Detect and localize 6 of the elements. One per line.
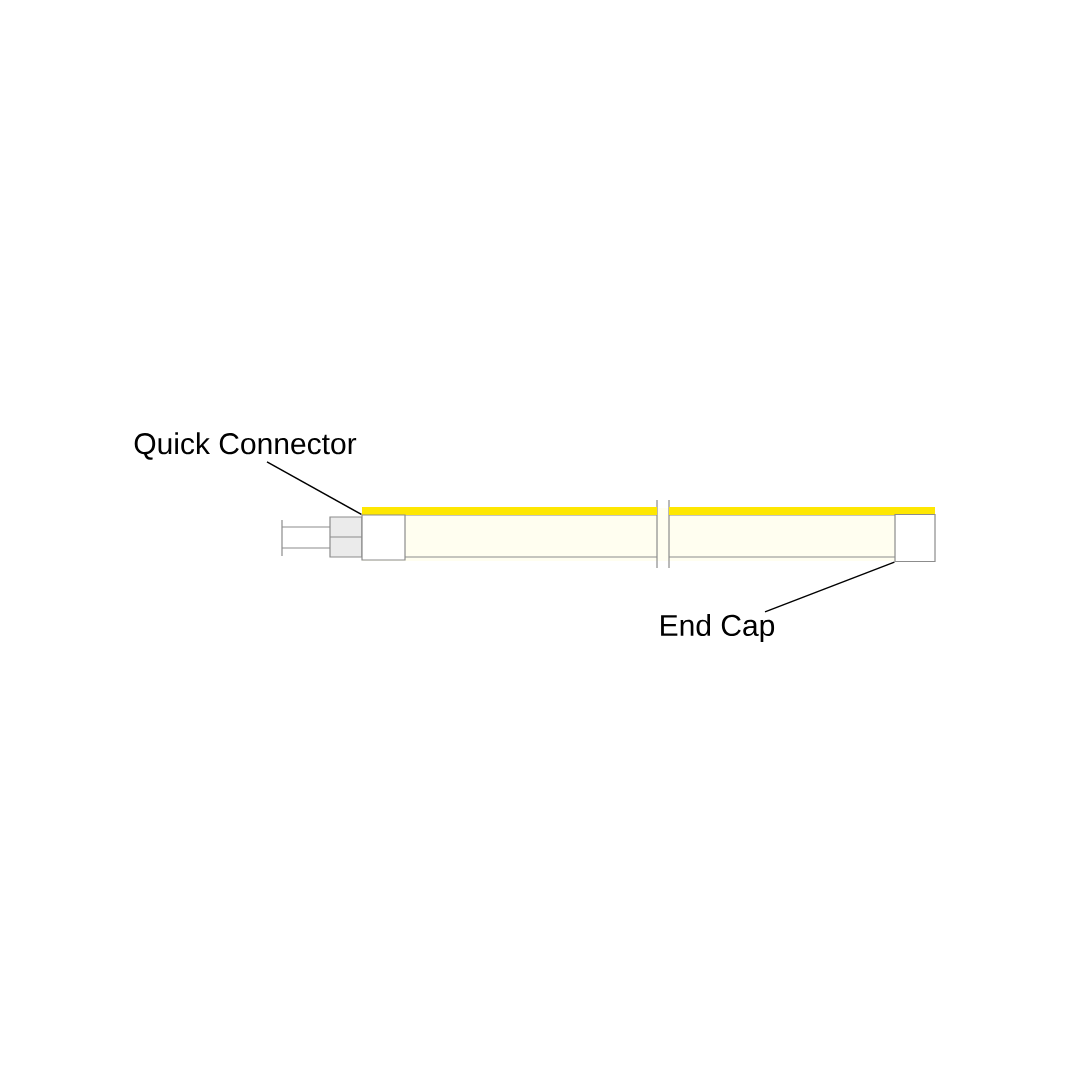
connector-part — [361, 514, 406, 561]
end-cap-part — [894, 513, 936, 563]
part-label: End Cap — [661, 614, 775, 642]
leader-line — [266, 461, 363, 516]
leader-line — [764, 561, 896, 613]
part-label: Quick Connector — [134, 432, 357, 460]
